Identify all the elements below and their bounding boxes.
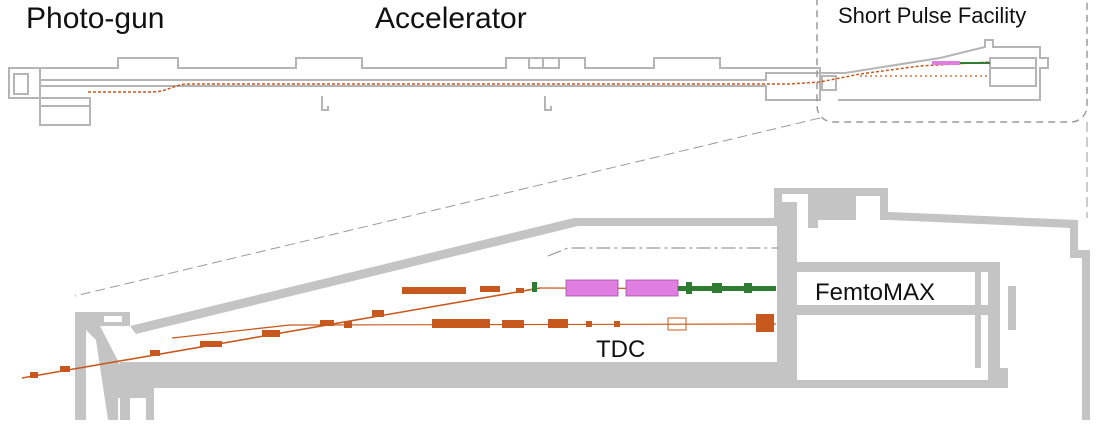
- spf-building: [820, 39, 1049, 101]
- beam-comp: [60, 366, 70, 372]
- undulator-modules: [565, 279, 679, 297]
- short-pulse-facility-label: Short Pulse Facility: [838, 3, 1027, 28]
- tdc-comp: [756, 314, 774, 332]
- beam-upper-components: [30, 286, 524, 378]
- accelerator-label: Accelerator: [375, 2, 527, 35]
- detail-bottom-wall: [120, 362, 1008, 420]
- photogun-room-2: [39, 97, 91, 126]
- linac-tunnel-inner: [40, 72, 820, 81]
- beam-comp: [30, 372, 38, 378]
- beam-comp: [262, 330, 280, 337]
- beam-comp: [372, 310, 384, 317]
- tdc-comp: [548, 319, 568, 328]
- tdc-comp: [432, 319, 490, 328]
- spf-inner-hall: [989, 57, 1037, 87]
- detail-left-structure: [75, 312, 154, 420]
- femtomax-end: [1008, 286, 1016, 330]
- femtomax-hutch-mid: [797, 305, 988, 315]
- beam-comp: [320, 320, 334, 326]
- beam-comp: [480, 286, 500, 292]
- green-comp: [678, 286, 776, 291]
- overview-map: [8, 39, 1049, 126]
- green-comp: [712, 283, 722, 293]
- beam-tdc: [171, 324, 291, 339]
- undulator-2: [625, 279, 679, 297]
- green-section: [532, 282, 776, 294]
- tdc-comp: [614, 321, 620, 327]
- green-comp: [532, 282, 537, 292]
- beam-comp: [516, 288, 524, 293]
- detail-reference-line: [547, 247, 778, 257]
- tdc-box: [667, 317, 687, 331]
- undulator-1: [565, 279, 619, 297]
- green-comp: [744, 283, 752, 293]
- detail-top-wall: [130, 188, 818, 334]
- tdc-beamline: [171, 314, 777, 339]
- tdc-comp: [502, 320, 524, 328]
- detail-shield-wall: [777, 202, 797, 382]
- overview-beam: [88, 61, 991, 93]
- spf-entrance: [821, 75, 837, 91]
- detail-walls: [75, 188, 1090, 420]
- shaft-2: [544, 96, 552, 111]
- overview-undulator: [932, 61, 960, 65]
- overview-beamline: [88, 61, 991, 93]
- femtomax-label: FemtoMAX: [815, 279, 936, 306]
- beam-comp: [150, 350, 160, 356]
- shaft-1: [321, 96, 329, 111]
- tdc-comp: [586, 321, 592, 327]
- annex-2: [542, 57, 560, 69]
- linac-tunnel-wall: [9, 57, 821, 126]
- photogun-label: Photo-gun: [26, 2, 165, 35]
- green-comp: [686, 282, 692, 294]
- tdc-label: TDC: [596, 336, 646, 363]
- beam-upper: [21, 287, 541, 379]
- detail-upper-room: [810, 188, 888, 220]
- beam-comp: [200, 341, 222, 347]
- tdc-comp: [344, 321, 352, 328]
- beam-tdc-straight: [289, 323, 777, 326]
- femtomax-inner-wall: [975, 272, 981, 368]
- beam-comp: [402, 287, 466, 294]
- detail-left-notch: [104, 316, 122, 322]
- photogun-room: [13, 73, 29, 95]
- tdc-components: [344, 314, 774, 332]
- spf-highlight-box: [816, 0, 1088, 123]
- photogun-building: [8, 67, 41, 99]
- femtomax-beamline: [21, 279, 777, 379]
- zoom-line-left: [74, 117, 821, 297]
